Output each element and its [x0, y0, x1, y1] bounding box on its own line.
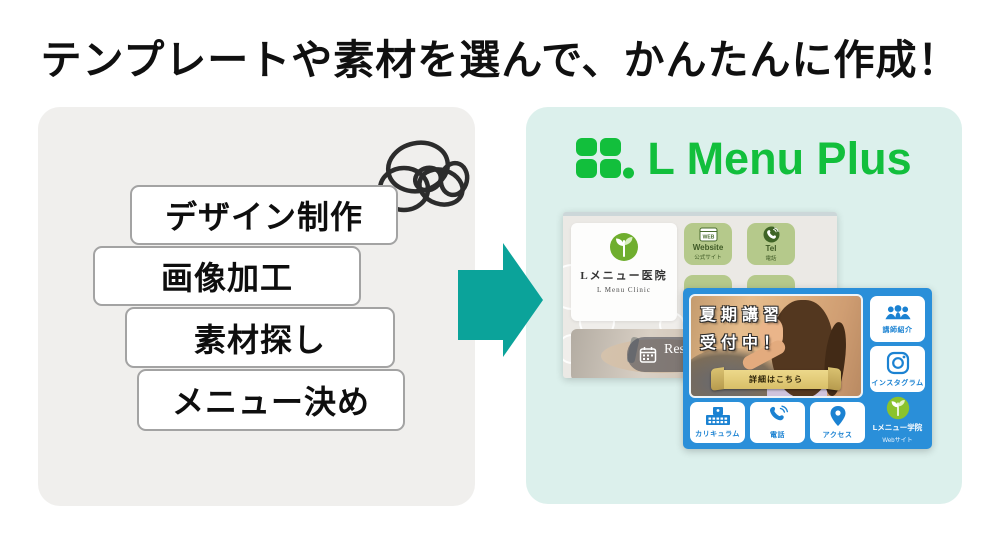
after-panel: L Menu Plus Lメニュー医院 L Menu Clinic	[526, 107, 962, 504]
scribble-doodle-icon	[377, 140, 470, 213]
clinic-tel-button[interactable]: Tel 電話	[747, 223, 795, 265]
logo-text: L Menu Plus	[647, 133, 912, 184]
instagram-icon	[886, 351, 909, 374]
clinic-info-card: Lメニュー医院 L Menu Clinic	[571, 223, 677, 321]
clinic-name: Lメニュー医院	[580, 270, 668, 282]
web-badge-icon: WEB	[699, 227, 717, 242]
task-design: デザイン制作	[130, 185, 398, 245]
school-access-button[interactable]: アクセス	[810, 402, 865, 443]
clinic-name-en: L Menu Clinic	[597, 286, 651, 294]
task-image-editing: 画像加工	[93, 246, 361, 306]
school-tel-label: 電話	[770, 432, 785, 439]
before-panel: デザイン制作 画像加工 素材探し メニュー決め	[38, 107, 475, 506]
ribbon-fold	[828, 367, 841, 391]
school-teachers-button[interactable]: 講師紹介	[870, 296, 925, 342]
details-ribbon-button[interactable]: 詳細はこちら	[711, 367, 841, 391]
clinic-tel-sublabel: 電話	[765, 256, 777, 262]
school-website-link[interactable]: Lメニュー学院 Webサイト	[868, 394, 927, 446]
task-menu-decision: メニュー決め	[137, 369, 405, 431]
l-menu-plus-logo-icon	[576, 138, 635, 179]
clinic-website-sublabel: 公式サイト	[694, 255, 722, 261]
ribbon-fold	[711, 367, 724, 391]
map-pin-icon	[830, 406, 845, 426]
campaign-banner-text: 夏期講習 受付中！	[700, 302, 784, 358]
clinic-website-button[interactable]: WEB Website 公式サイト	[684, 223, 732, 265]
school-curriculum-button[interactable]: カリキュラム	[690, 402, 745, 443]
school-leaf-logo-icon	[886, 396, 909, 420]
clinic-top-strip	[563, 212, 837, 216]
school-curriculum-label: カリキュラム	[695, 431, 740, 438]
phone-circle-icon	[763, 226, 779, 243]
clinic-tel-label: Tel	[765, 244, 777, 253]
school-menu-screenshot: 夏期講習 受付中！ 詳細はこちら 講師紹介	[683, 288, 932, 449]
banner-line-2: 受付中！	[700, 335, 785, 352]
svg-text:WEB: WEB	[702, 235, 714, 241]
task-material-search: 素材探し	[125, 307, 395, 368]
ribbon-label: 詳細はこちら	[724, 369, 828, 389]
people-icon	[884, 304, 911, 319]
school-teachers-label: 講師紹介	[882, 326, 913, 334]
school-site-name: Lメニュー学院	[872, 423, 923, 432]
calendar-icon	[639, 346, 657, 363]
page-title: テンプレートや素材を選んで、かんたんに作成！	[40, 37, 960, 83]
school-instagram-label: インスタグラム	[871, 379, 924, 387]
right-arrow-icon	[458, 243, 543, 357]
school-site-sublabel: Webサイト	[882, 438, 913, 444]
banner-line-1: 夏期講習	[700, 307, 785, 324]
school-instagram-button[interactable]: インスタグラム	[870, 346, 925, 392]
school-building-icon	[705, 407, 730, 425]
school-hero-photo: 夏期講習 受付中！ 詳細はこちら	[689, 294, 863, 398]
clinic-leaf-logo-icon	[610, 233, 638, 261]
clinic-website-label: Website	[692, 243, 724, 252]
l-menu-plus-logo: L Menu Plus	[526, 133, 962, 185]
phone-icon	[769, 405, 788, 421]
school-access-label: アクセス	[822, 432, 853, 439]
school-tel-button[interactable]: 電話	[750, 402, 805, 443]
